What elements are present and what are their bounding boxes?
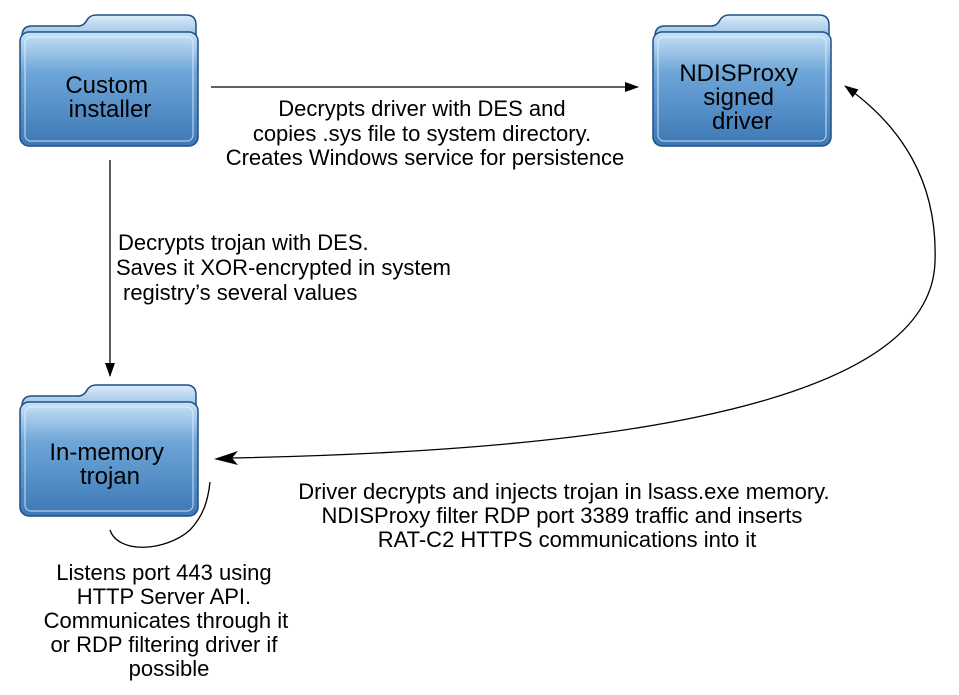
node-label: In-memory trojan (49, 439, 170, 490)
edge-label: Driver decrypts and injects trojan in ls… (298, 479, 836, 552)
edge-label-line: NDISProxy filter RDP port 3389 traffic a… (321, 503, 802, 528)
node-label-line: Custom (65, 72, 148, 99)
node-label-line: NDISProxy (679, 60, 798, 87)
node-label: NDISProxy signed driver (679, 60, 804, 135)
curved-arrow-connector (231, 85, 936, 459)
edge-label-line: Decrypts trojan with DES. (118, 230, 369, 255)
edge-label: Listens port 443 using HTTP Server API. … (44, 560, 295, 681)
node-custom-installer: Custom installer (19, 14, 199, 147)
edge-label-line: Creates Windows service for persistence (226, 145, 625, 170)
node-label-line: installer (69, 96, 152, 123)
arrowhead-icon (214, 451, 238, 465)
node-in-memory-trojan: In-memory trojan (19, 384, 199, 517)
node-label-line: In-memory (49, 439, 164, 466)
folder-icon (19, 14, 199, 147)
node-label-line: trojan (80, 463, 140, 490)
node-label: Custom installer (65, 72, 154, 123)
edge-label-line: possible (129, 656, 210, 681)
edge-label-line: Decrypts driver with DES and (278, 96, 565, 121)
edge-driver-to-trojan: Driver decrypts and injects trojan in ls… (214, 85, 936, 552)
edge-label: Decrypts trojan with DES. Saves it XOR-e… (116, 230, 457, 305)
edge-label-line: RAT-C2 HTTPS communications into it (378, 527, 757, 552)
edge-label: Decrypts driver with DES and copies .sys… (226, 96, 625, 170)
node-label-line: signed (703, 84, 774, 111)
edge-installer-to-trojan: Decrypts trojan with DES. Saves it XOR-e… (105, 160, 457, 377)
edge-trojan-self: Listens port 443 using HTTP Server API. … (44, 481, 295, 681)
node-ndisproxy-driver: NDISProxy signed driver (652, 14, 832, 147)
edge-label-line: copies .sys file to system directory. (253, 121, 591, 146)
folder-icon (652, 14, 832, 147)
node-label-line: driver (712, 108, 772, 135)
edge-installer-to-driver: Decrypts driver with DES and copies .sys… (211, 82, 639, 170)
edge-label-line: Driver decrypts and injects trojan in ls… (298, 479, 829, 504)
edge-label-line: registry’s several values (123, 280, 357, 305)
folder-icon (19, 384, 199, 517)
edge-label-line: Listens port 443 using (56, 560, 271, 585)
edge-label-line: HTTP Server API. (77, 584, 251, 609)
self-loop-connector (109, 481, 211, 548)
edge-label-line: Communicates through it (44, 608, 289, 633)
edge-label-line: or RDP filtering driver if (50, 632, 278, 657)
edge-label-line: Saves it XOR-encrypted in system (116, 255, 451, 280)
